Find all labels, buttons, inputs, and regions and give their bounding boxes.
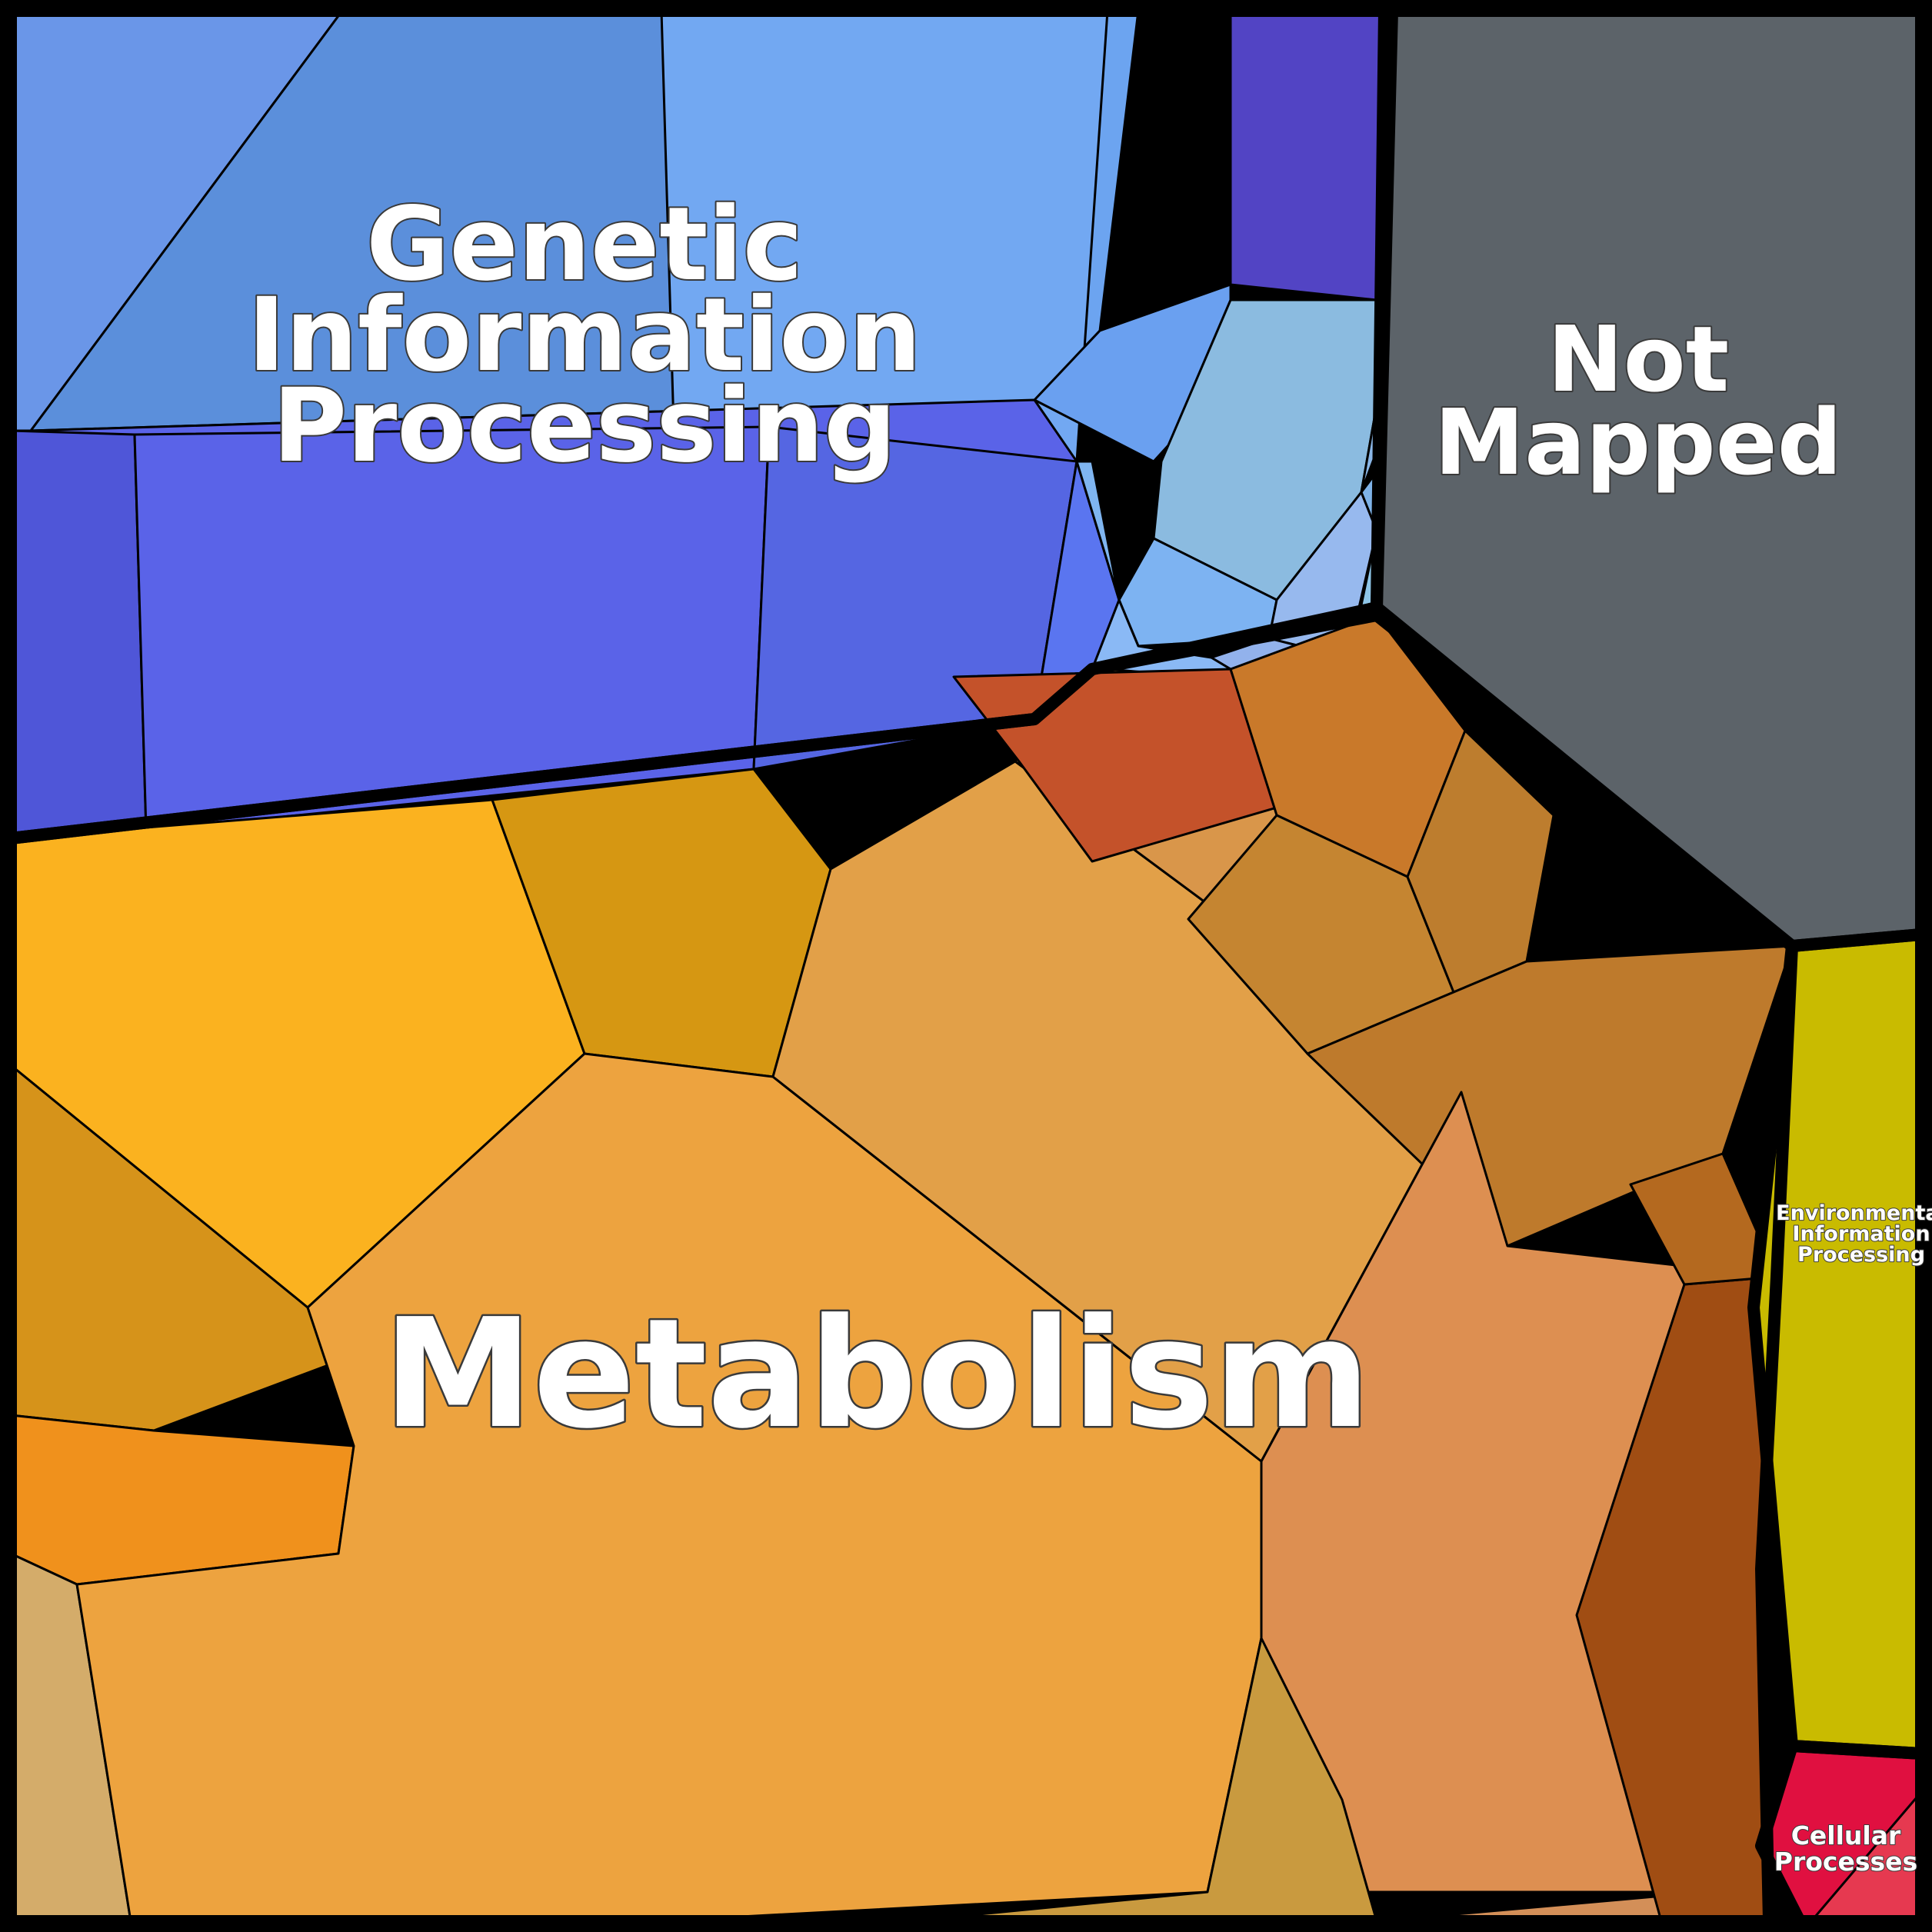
treemap-cell[interactable] xyxy=(1075,460,1121,601)
region-label-line: Processing xyxy=(1797,1243,1925,1267)
voronoi-cells-layer xyxy=(5,5,1927,1927)
region-label-line: Cellular xyxy=(1791,1820,1901,1850)
region-label-line: Genetic xyxy=(366,185,803,304)
treemap-cell[interactable] xyxy=(1229,9,1386,301)
treemap-cell[interactable] xyxy=(1406,729,1555,994)
region-label-line: Information xyxy=(248,276,921,395)
region-label-metabolism: Metabolism xyxy=(383,1287,1371,1462)
region-label-line: Mapped xyxy=(1434,389,1842,495)
region-label-line: Information xyxy=(1792,1222,1930,1246)
region-label-line: Not xyxy=(1547,306,1729,412)
treemap-cell[interactable] xyxy=(9,429,148,840)
region-label-line: Processing xyxy=(272,367,896,485)
region-label-line: Processes xyxy=(1774,1847,1917,1877)
region-label-line: Metabolism xyxy=(383,1287,1371,1462)
region-label-line: Environmental xyxy=(1776,1201,1932,1225)
